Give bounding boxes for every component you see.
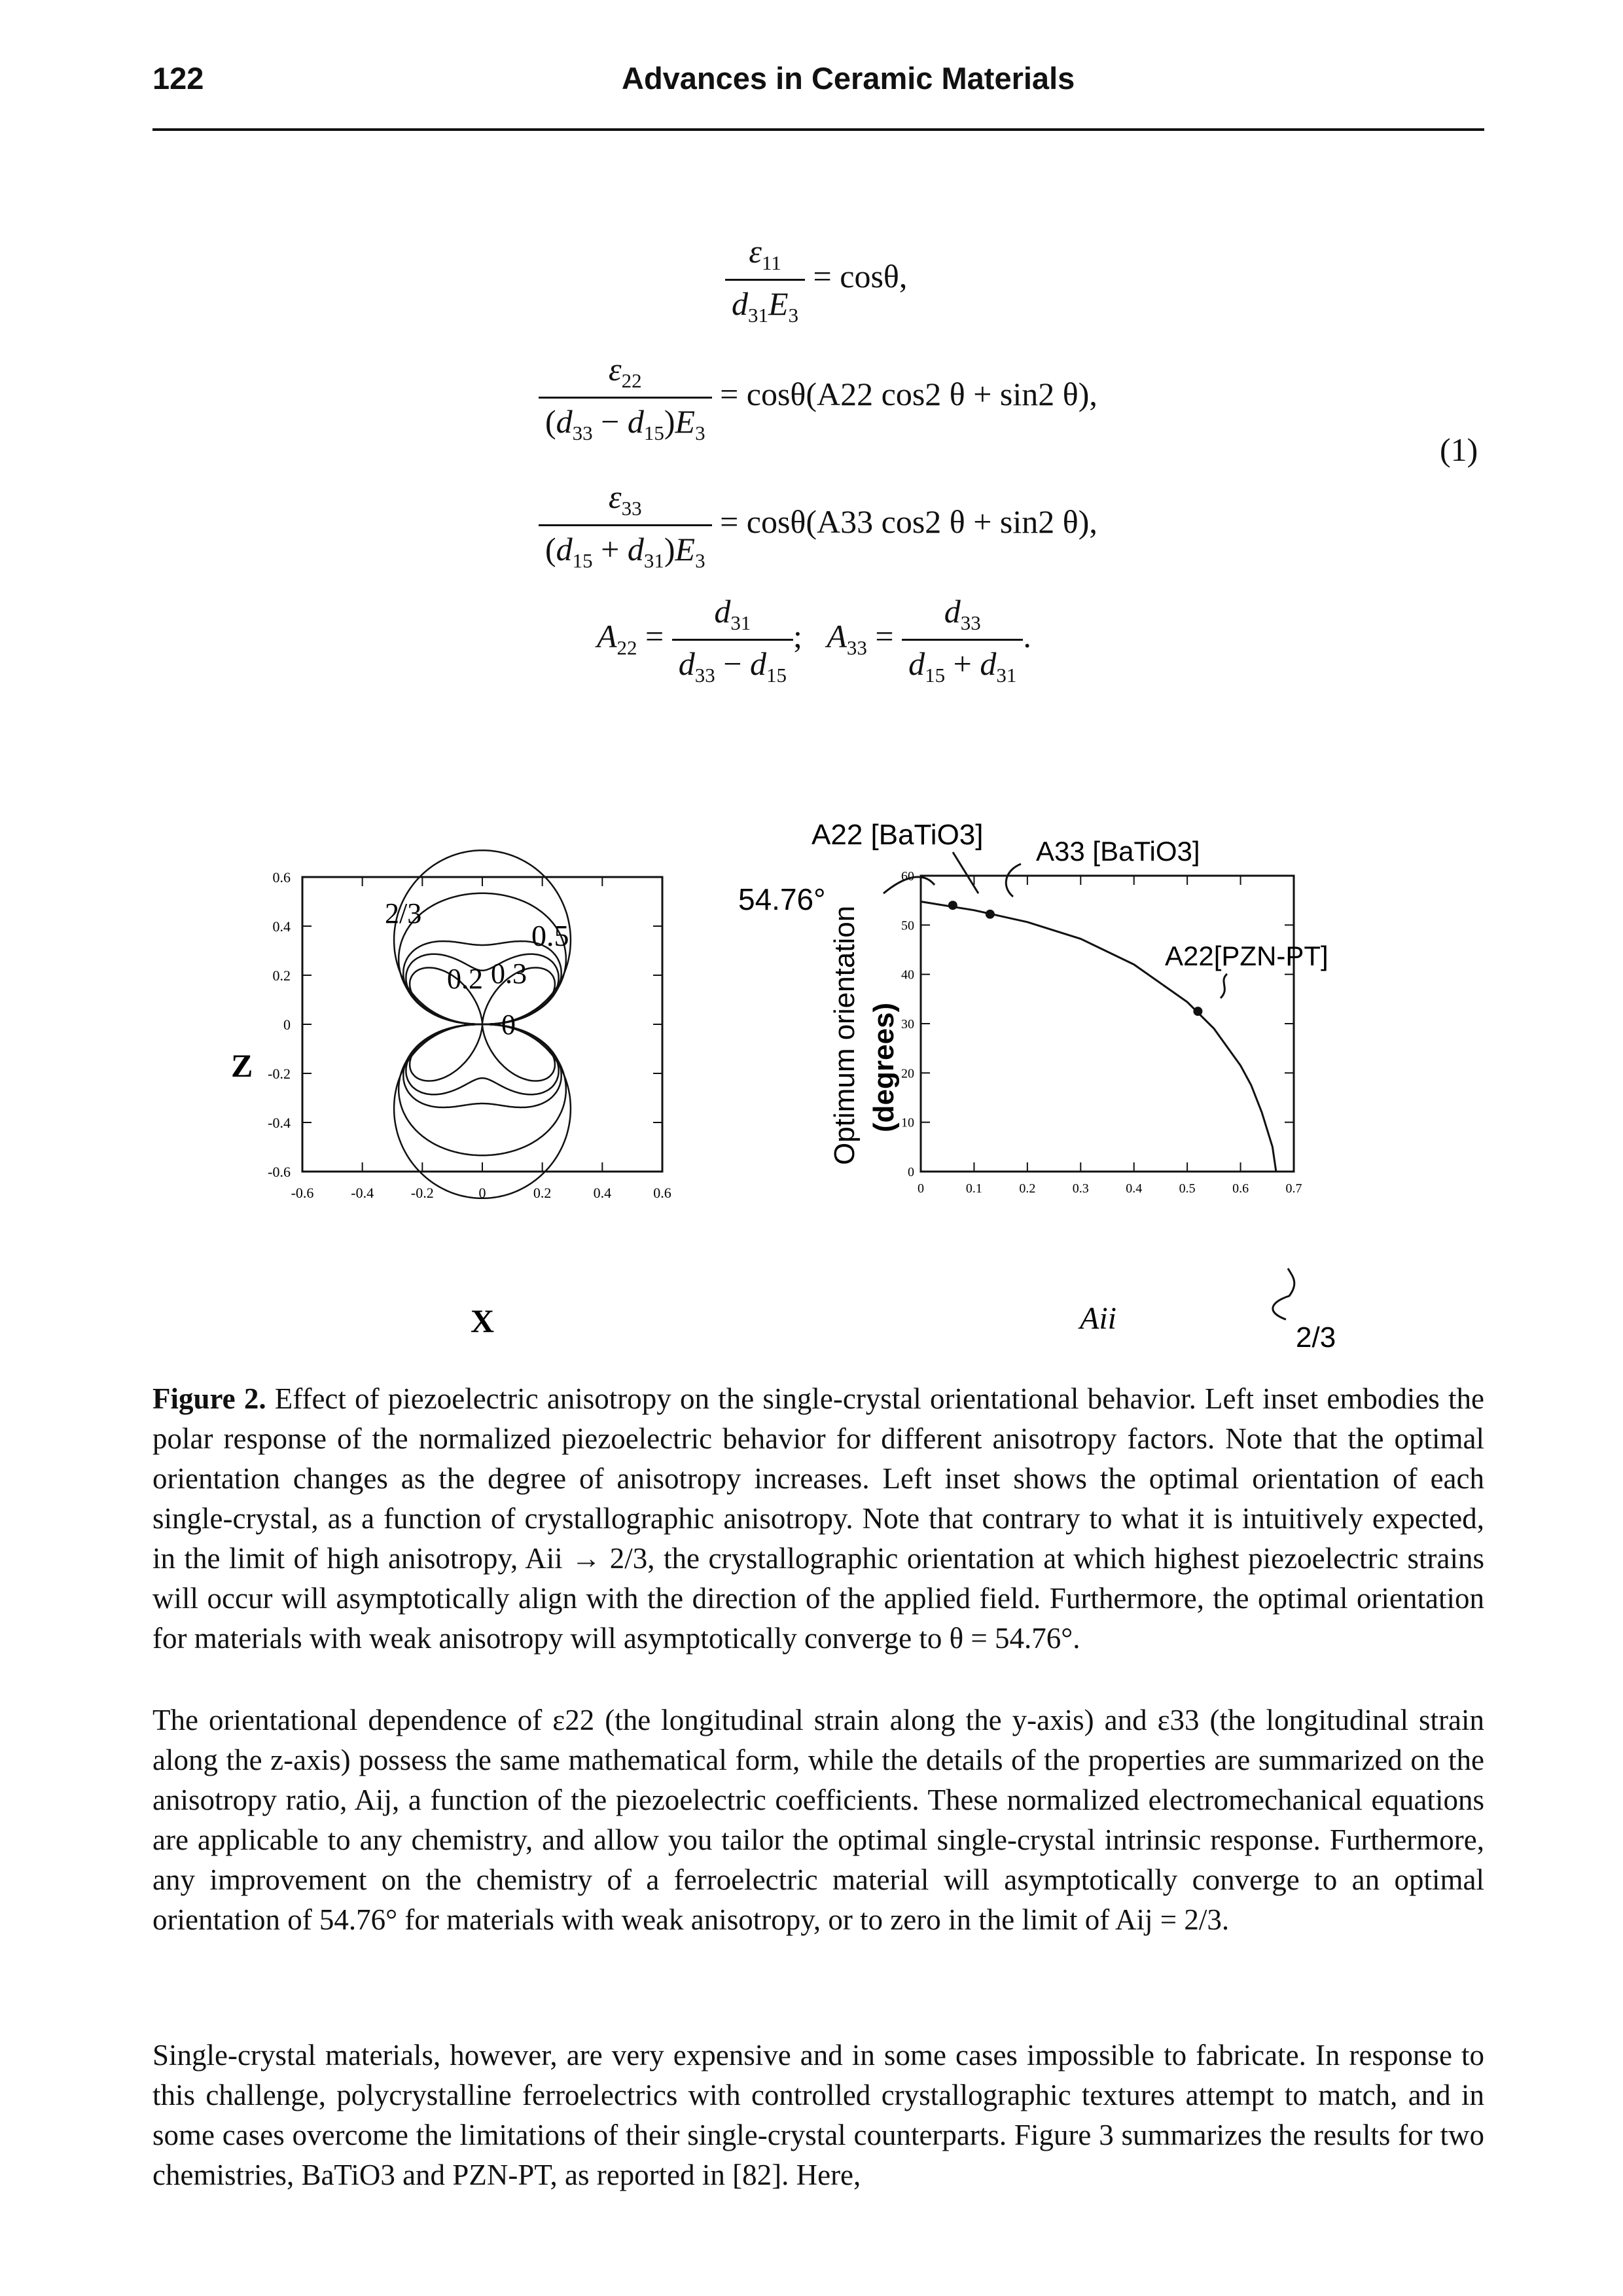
equation-3: ε33(d15 + d31)E3 = cosθ(A33 cos2 θ + sin… [539,478,1097,573]
left-x-tick-label: -0.6 [291,1185,314,1201]
paragraph-2: Single-crystal materials, however, are v… [152,2039,1484,2191]
equation-1-rhs: = cosθ, [813,257,908,295]
left-y-tick-label: 0.2 [273,967,291,984]
right-x-tick-label: 0 [918,1181,924,1196]
curve-label-2-3: 2/3 [385,897,421,929]
right-x-tick-label: 0.4 [1126,1181,1142,1196]
left-x-tick-label: -0.4 [351,1185,374,1201]
left-y-tick-label: 0 [283,1016,291,1033]
left-x-tick-label: -0.2 [411,1185,434,1201]
left-y-tick-label: 0.6 [273,869,291,886]
right-plot-series [920,901,1277,1172]
annotation-a22-batio3: A22 [BaTiO3] [812,819,984,851]
curve-label-0-3: 0.3 [491,958,527,990]
pointer-a22-batio3 [952,852,980,894]
right-x-tick-label: 0.2 [1019,1181,1035,1196]
right-x-tick-label: 0.6 [1232,1181,1249,1196]
equation-2: ε22(d33 − d15)E3 = cosθ(A22 cos2 θ + sin… [539,350,1097,445]
right-y-tick-label: 20 [901,1066,914,1081]
pointer-limit [1272,1268,1296,1321]
caption-label: Figure 2. [152,1382,266,1415]
left-y-axis-label: Z [231,1047,253,1084]
figure-2: -0.6 -0.4 -0.2 0 0.2 0.4 0.6 0.6 0.4 0.2 0 -0.2 -0.4… [231,819,1336,1354]
right-plot-frame [919,874,1295,1173]
header-rule [152,128,1484,131]
equation-number: (1) [1440,431,1478,468]
pointer-a33-batio3 [1005,863,1022,898]
left-x-tick-label: 0.6 [653,1185,671,1201]
left-x-axis-label: X [471,1302,494,1339]
right-y-tick-label: 30 [901,1017,914,1031]
equation-3-rhs: = cosθ(A33 cos2 θ + sin2 θ), [720,503,1097,540]
right-y-tick-label: 0 [908,1165,914,1179]
right-x-tick-label: 0.1 [966,1181,982,1196]
curve-label-0-5: 0.5 [531,919,569,952]
right-y-tick-label: 40 [901,968,914,982]
right-x-tick-label: 0.3 [1073,1181,1089,1196]
figure-caption: Figure 2. Effect of piezoelectric anisot… [152,1379,1484,1659]
annotation-a22-pznpt: A22[PZN-PT] [1165,941,1329,971]
left-x-tick-label: 0.4 [594,1185,612,1201]
right-y-axis-unit: (degrees) [868,1003,900,1132]
marker-a22-batio3- [948,901,957,910]
paragraph-1: The orientational dependence of ε22 (the… [152,1704,1484,1936]
page-number: 122 [152,61,204,96]
right-x-tick-label: 0.7 [1286,1181,1302,1196]
right-y-tick-label: 50 [901,918,914,933]
annotation-start-angle: 54.76° [738,882,826,916]
running-title: Advances in Ceramic Materials [622,61,1075,96]
left-y-tick-label: -0.6 [268,1164,291,1180]
right-x-axis-label: Aii [1078,1301,1116,1336]
left-y-tick-label: -0.2 [268,1066,291,1082]
right-y-axis-label: Optimum orientation [829,906,861,1165]
right-x-tick-label: 0.5 [1179,1181,1196,1196]
left-curve-0.2 [405,953,560,1096]
pointer-a22-pznpt [1219,973,1228,999]
left-plot-curves [393,849,572,1200]
orientation-curve [920,901,1277,1172]
caption-text: Effect of piezoelectric anisotropy on th… [152,1382,1484,1655]
curve-label-0-2: 0.2 [447,963,483,995]
equation-2-rhs: = cosθ(A22 cos2 θ + sin2 θ), [720,375,1097,412]
left-y-tick-label: 0.4 [273,918,291,935]
left-x-tick-label: 0 [479,1185,486,1201]
left-x-tick-label: 0.2 [533,1185,552,1201]
left-curve-2/3 [393,849,572,1200]
right-y-tick-label: 10 [901,1116,914,1130]
curve-label-0: 0 [501,1009,516,1041]
pointer-start-angle [883,876,936,895]
marker-a33-batio3- [985,909,995,919]
annotation-a33-batio3: A33 [BaTiO3] [1036,836,1200,867]
left-plot-ticks: -0.6 -0.4 -0.2 0 0.2 0.4 0.6 0.6 0.4 0.2 0 -0.2 -0.4… [268,869,671,1201]
left-polar-plot: -0.6 -0.4 -0.2 0 0.2 0.4 0.6 0.6 0.4 0.2 0 -0.2 -0.4… [231,849,671,1339]
left-y-tick-label: -0.4 [268,1115,291,1131]
marker-a22-pzn-pt- [1193,1007,1203,1016]
annotation-limit: 2/3 [1296,1321,1336,1354]
